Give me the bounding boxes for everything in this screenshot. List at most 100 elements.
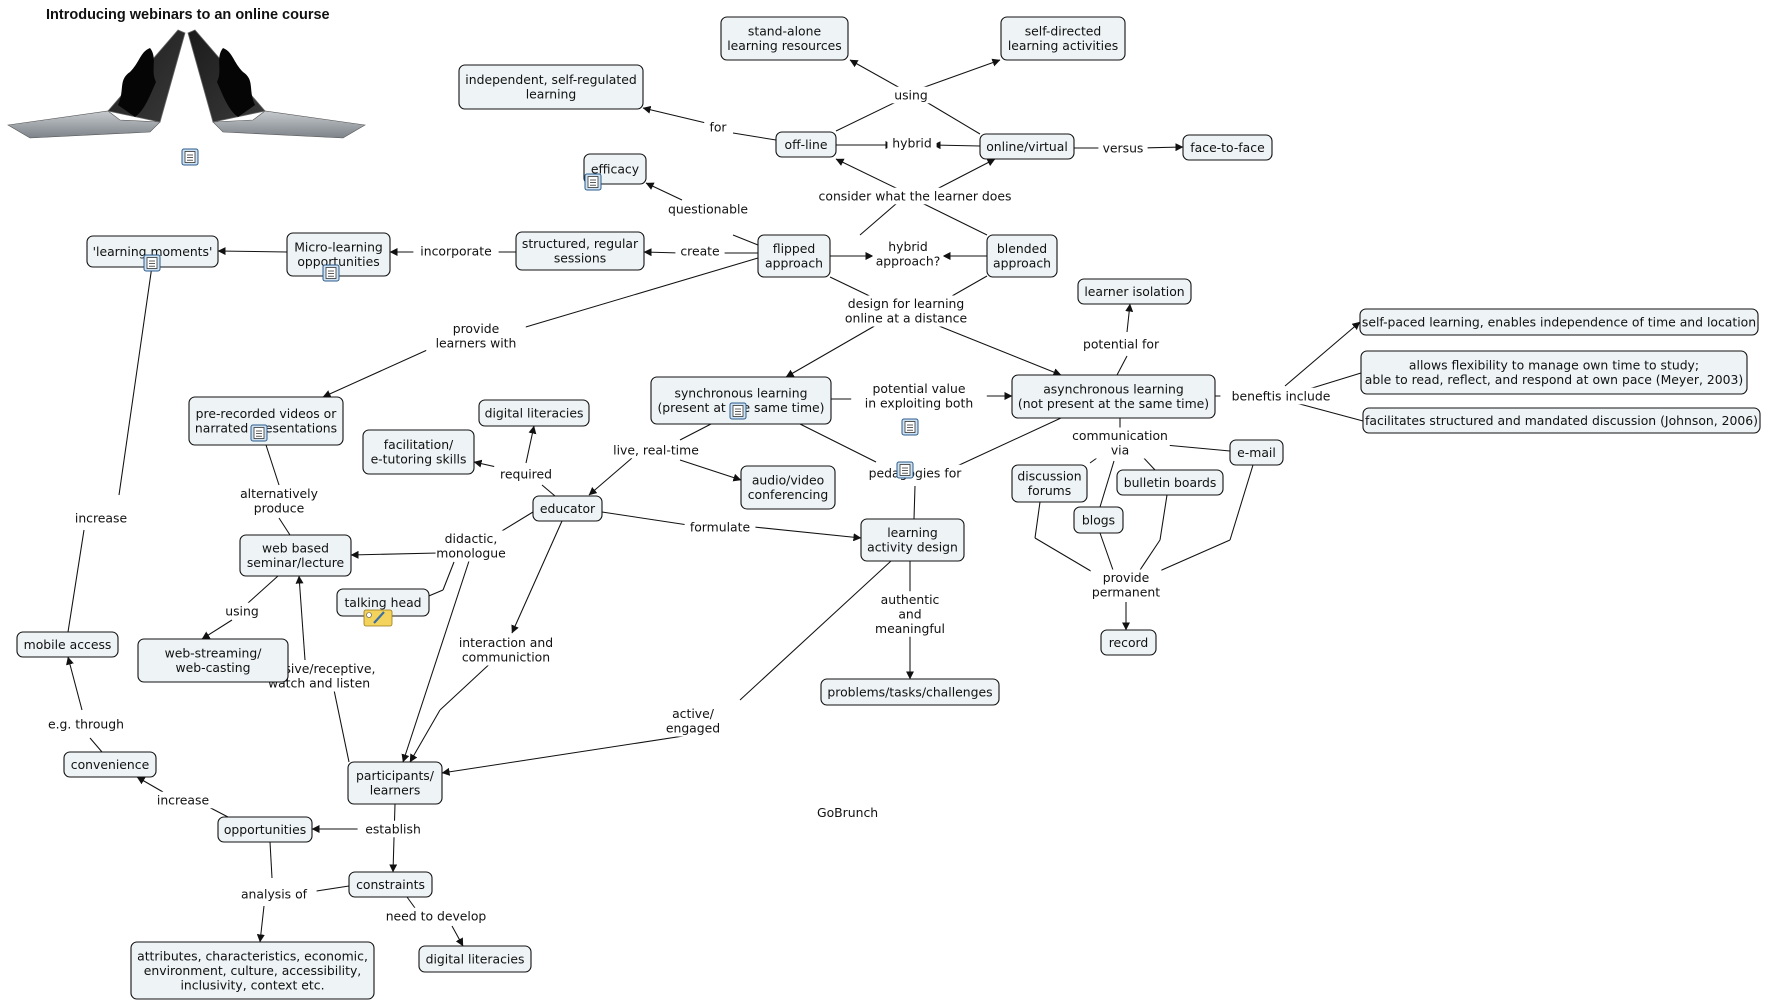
link-label-establish-line: establish (365, 821, 421, 836)
connector-line (67, 529, 85, 633)
concept-node-digital1[interactable]: digital literacies (478, 399, 590, 427)
concept-box (16, 631, 119, 658)
concept-node-async[interactable]: asynchronous learning(not present at the… (1011, 374, 1216, 419)
concept-node-digital2[interactable]: digital literacies (418, 945, 532, 973)
laptops-illustration (7, 29, 366, 139)
concept-node-streaming[interactable]: web-streaming/web-casting (137, 638, 289, 683)
link-label-create-line: create (680, 243, 719, 258)
concept-node-record[interactable]: record (1100, 629, 1157, 656)
concept-node-constraints[interactable]: constraints (348, 871, 433, 898)
concept-text-line: conferencing (748, 487, 829, 502)
connector-line (89, 737, 103, 753)
link-label-bg (890, 86, 932, 104)
document-icon[interactable] (322, 264, 340, 282)
concept-text: 'learning moments' (93, 244, 213, 259)
link-label-authentic-line: authentic (881, 592, 940, 607)
concept-node-opportunities[interactable]: opportunities (217, 816, 313, 843)
connector-line (835, 99, 901, 132)
link-label-versus: versus (1103, 140, 1144, 155)
concept-node-flexibility[interactable]: allows flexibility to manage own time to… (1360, 350, 1748, 395)
concept-text-line: bulletin boards (1124, 475, 1217, 490)
concept-node-isolation[interactable]: learner isolation (1077, 278, 1192, 305)
concept-node-offline[interactable]: off-line (775, 131, 837, 158)
connector-line (1164, 444, 1231, 452)
concept-text-line: online/virtual (986, 139, 1068, 154)
connector-line (389, 803, 398, 873)
concept-text-line: digital literacies (485, 405, 584, 420)
concept-node-learningmoments[interactable]: 'learning moments' (86, 235, 219, 268)
connector-line (442, 561, 455, 591)
connector-line (1099, 532, 1114, 571)
concept-node-participants[interactable]: participants/learners (347, 761, 443, 805)
document-icon[interactable] (143, 254, 161, 272)
concept-text-line: pre-recorded videos or (196, 406, 338, 421)
connector-line (401, 560, 470, 763)
link-label-potentialvalue-line: potential value (873, 381, 966, 396)
link-label-bg (1071, 335, 1171, 353)
link-label-bg (229, 485, 329, 517)
concept-node-selfpaced[interactable]: self-paced learning, enables independenc… (1359, 308, 1759, 336)
connector-line (247, 575, 279, 604)
connector-line (118, 265, 153, 496)
connector-line (441, 730, 717, 776)
link-label-didactic: didactic,monologue (436, 531, 505, 561)
connector-line (732, 234, 759, 246)
concept-box (1077, 278, 1192, 305)
connector-line (933, 323, 1062, 376)
concept-text-line: problems/tasks/challenges (827, 684, 992, 699)
concept-text-line: asynchronous learning (1043, 382, 1184, 397)
connector-line (954, 417, 1062, 468)
document-icon[interactable] (901, 418, 919, 436)
document-icon[interactable] (181, 148, 199, 166)
concept-node-mobile[interactable]: mobile access (16, 631, 119, 658)
concept-node-online[interactable]: online/virtual (979, 133, 1075, 160)
concept-text-line: web based (262, 541, 329, 556)
concept-node-sync[interactable]: synchronous learning(present at the same… (650, 376, 832, 425)
concept-node-facilitates[interactable]: facilitates structured and mandated disc… (1362, 407, 1761, 434)
concept-node-talkinghead[interactable]: talking head (336, 588, 430, 617)
concept-box (1116, 469, 1224, 496)
connector-line (269, 841, 273, 879)
document-icon[interactable] (896, 461, 914, 479)
link-label-bg (872, 238, 944, 270)
concept-node-email[interactable]: e-mail (1229, 439, 1284, 466)
link-label-analysis-line: analysis of (241, 886, 308, 901)
concept-node-blogs[interactable]: blogs (1073, 506, 1124, 534)
link-label-bg (804, 187, 1026, 205)
note-pencil-icon[interactable] (363, 609, 393, 627)
connector-line (753, 526, 862, 542)
concept-text: facilitates structured and mandated disc… (1365, 413, 1758, 428)
document-icon[interactable] (729, 402, 747, 420)
concept-text-line: 'learning moments' (93, 244, 213, 259)
concept-text: efficacy (591, 161, 639, 176)
concept-text-line: educator (540, 501, 596, 516)
link-label-bg (494, 465, 558, 483)
document-icon[interactable] (250, 424, 268, 442)
concept-text-line: environment, culture, accessibility, (144, 963, 361, 978)
concept-node-convenience[interactable]: convenience (63, 751, 157, 778)
link-label-bg (887, 134, 937, 152)
link-label-bg (357, 820, 429, 838)
document-icon[interactable] (584, 173, 602, 191)
concept-text-line: face-to-face (1190, 140, 1264, 155)
concept-node-f2f[interactable]: face-to-face (1182, 134, 1273, 161)
concept-node-facilitation[interactable]: facilitation/e-tutoring skills (362, 429, 475, 475)
concept-node-educator[interactable]: educator (532, 495, 603, 522)
connector-line (1229, 464, 1254, 541)
concept-node-bulletin[interactable]: bulletin boards (1116, 469, 1224, 496)
concept-node-attributes[interactable]: attributes, characteristics, economic,en… (130, 941, 375, 1000)
concept-node-problems[interactable]: problems/tasks/challenges (820, 678, 1000, 706)
